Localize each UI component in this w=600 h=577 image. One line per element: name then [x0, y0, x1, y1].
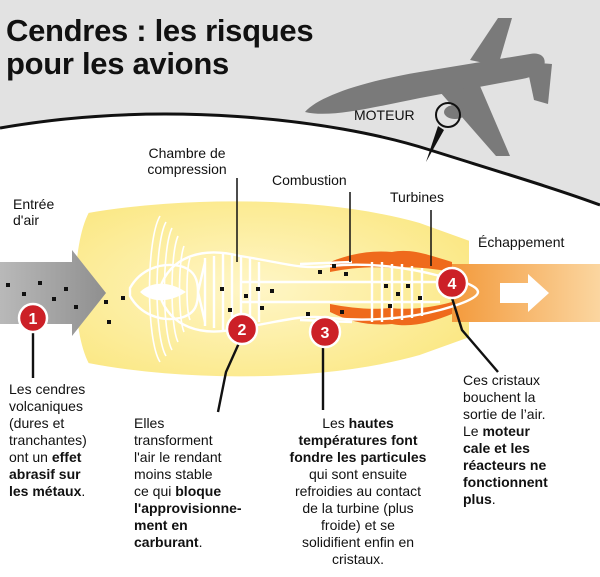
marker-3-number: 3	[321, 325, 330, 342]
compression-label-line-1: Chambre de	[148, 145, 226, 161]
turbines-label: Turbines	[390, 189, 444, 205]
moteur-label: MOTEUR	[354, 107, 415, 123]
note-3-text: Les hautes températures font fondre les …	[289, 415, 427, 567]
marker-4: 4	[435, 266, 469, 300]
exhaust-arrow-icon	[500, 274, 549, 312]
air-intake-label: Entrée d'air	[13, 196, 54, 228]
air-intake-label-line-1: Entrée	[13, 196, 55, 212]
combustion-label: Combustion	[272, 172, 347, 188]
marker-2: 2	[225, 312, 259, 346]
leader-lines	[236, 178, 432, 266]
marker-4-number: 4	[448, 276, 457, 293]
compression-label-line-2: compression	[147, 161, 227, 177]
airplane-icon	[305, 18, 552, 156]
air-intake-label-line-2: d'air	[13, 212, 40, 228]
sky-band	[0, 0, 600, 205]
marker-1: 1	[17, 302, 49, 334]
note-2-text: Elles transforment l'air le rendant moin…	[134, 415, 242, 550]
callout-lines	[31, 297, 499, 413]
note-1-text: Les cendres volcaniques (dures et tranch…	[9, 381, 87, 499]
nose-cone	[140, 283, 186, 301]
flight-curve	[0, 112, 600, 207]
engine-nacelle	[73, 199, 471, 379]
marker-3: 3	[308, 315, 342, 349]
title-line-1: Cendres : les risques	[6, 13, 314, 48]
engine-highlight-circle	[435, 102, 461, 128]
exhaust-label: Échappement	[478, 234, 565, 250]
page-title: Cendres : les risques pour les avions	[6, 13, 314, 81]
compression-chamber-label: Chambre de compression	[128, 145, 246, 177]
callout-pointer	[426, 126, 444, 162]
marker-1-number: 1	[29, 311, 38, 328]
title-line-2: pour les avions	[6, 46, 229, 81]
note-4-text: Ces cristaux bouchent la sortie de l’air…	[463, 372, 548, 507]
marker-2-number: 2	[238, 322, 247, 339]
